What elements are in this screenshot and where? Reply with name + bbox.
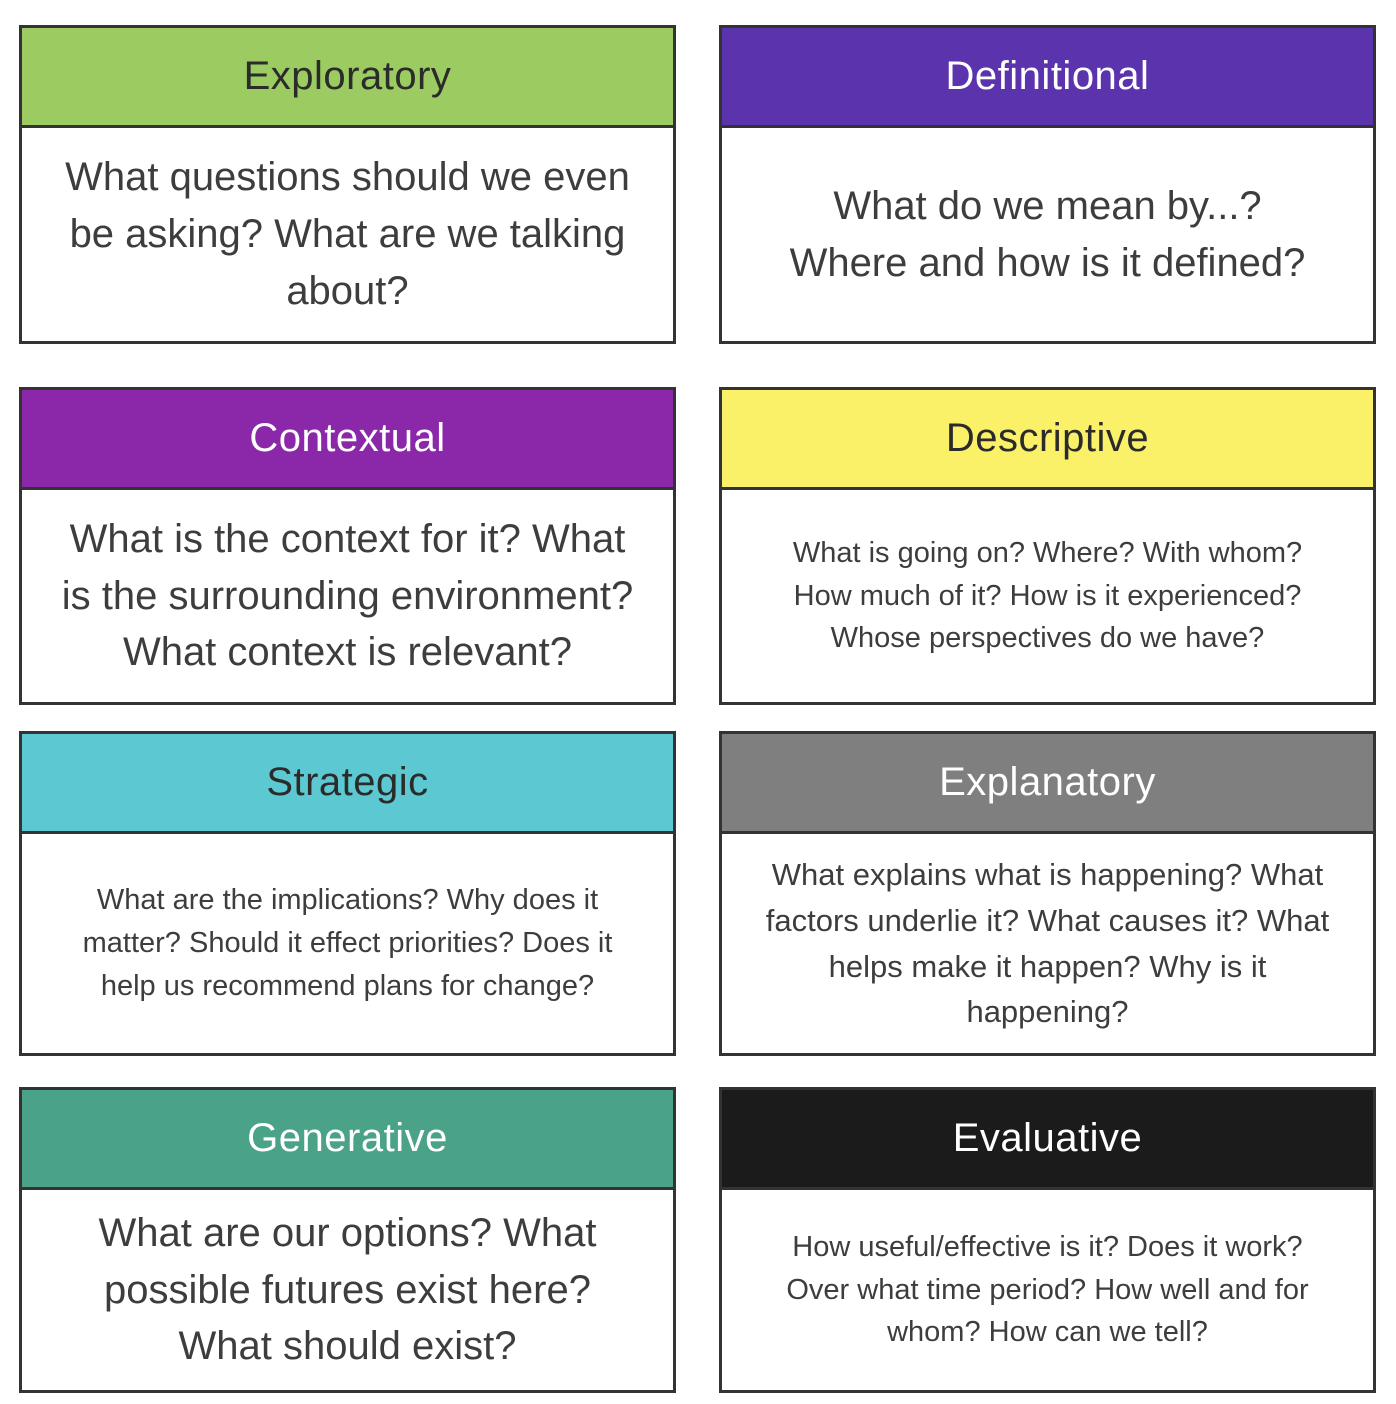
card-strategic-body: What are the implications? Why does it m… bbox=[22, 834, 673, 1053]
card-title: Evaluative bbox=[952, 1116, 1143, 1160]
card-body-text: What are our options? What possible futu… bbox=[98, 1210, 597, 1369]
card-evaluative-header: Evaluative bbox=[722, 1090, 1373, 1190]
card-body-text: What are the implications? Why does it m… bbox=[82, 884, 613, 1002]
card-explanatory-body: What explains what is happening? What fa… bbox=[722, 834, 1373, 1053]
card-contextual-body: What is the context for it? What is the … bbox=[22, 490, 673, 702]
card-title: Strategic bbox=[266, 760, 429, 804]
card-descriptive-body: What is going on? Where? With whom? How … bbox=[722, 490, 1373, 702]
card-generative: Generative What are our options? What po… bbox=[19, 1087, 676, 1393]
card-strategic-header: Strategic bbox=[22, 734, 673, 834]
card-exploratory-body: What questions should we even be asking?… bbox=[22, 128, 673, 341]
card-evaluative-body: How useful/effective is it? Does it work… bbox=[722, 1190, 1373, 1390]
grid-row-2: Contextual What is the context for it? W… bbox=[19, 387, 1376, 705]
card-body-text: What do we mean by...? Where and how is … bbox=[789, 183, 1306, 285]
card-strategic: Strategic What are the implications? Why… bbox=[19, 731, 676, 1056]
card-contextual-header: Contextual bbox=[22, 390, 673, 490]
card-title: Contextual bbox=[249, 416, 446, 460]
grid-row-4: Generative What are our options? What po… bbox=[19, 1087, 1376, 1393]
card-explanatory-header: Explanatory bbox=[722, 734, 1373, 834]
card-descriptive-header: Descriptive bbox=[722, 390, 1373, 490]
card-body-text: What questions should we even be asking?… bbox=[65, 155, 630, 313]
grid-row-1: Exploratory What questions should we eve… bbox=[19, 25, 1376, 344]
card-title: Explanatory bbox=[939, 760, 1156, 804]
card-exploratory: Exploratory What questions should we eve… bbox=[19, 25, 676, 344]
card-generative-body: What are our options? What possible futu… bbox=[22, 1190, 673, 1390]
card-generative-header: Generative bbox=[22, 1090, 673, 1190]
card-explanatory: Explanatory What explains what is happen… bbox=[719, 731, 1376, 1056]
card-definitional-body: What do we mean by...? Where and how is … bbox=[722, 128, 1373, 341]
card-title: Definitional bbox=[945, 54, 1150, 98]
card-body-text: What is the context for it? What is the … bbox=[61, 516, 634, 675]
card-definitional: Definitional What do we mean by...? Wher… bbox=[719, 25, 1376, 344]
card-definitional-header: Definitional bbox=[722, 28, 1373, 128]
card-evaluative: Evaluative How useful/effective is it? D… bbox=[719, 1087, 1376, 1393]
card-exploratory-header: Exploratory bbox=[22, 28, 673, 128]
card-descriptive: Descriptive What is going on? Where? Wit… bbox=[719, 387, 1376, 705]
card-title: Exploratory bbox=[243, 54, 452, 98]
card-title: Generative bbox=[247, 1116, 448, 1160]
grid-row-3: Strategic What are the implications? Why… bbox=[19, 731, 1376, 1056]
card-title: Descriptive bbox=[945, 416, 1150, 460]
card-body-text: What explains what is happening? What fa… bbox=[765, 856, 1330, 1030]
card-contextual: Contextual What is the context for it? W… bbox=[19, 387, 676, 705]
card-body-text: What is going on? Where? With whom? How … bbox=[792, 536, 1303, 655]
card-body-text: How useful/effective is it? Does it work… bbox=[786, 1230, 1309, 1349]
